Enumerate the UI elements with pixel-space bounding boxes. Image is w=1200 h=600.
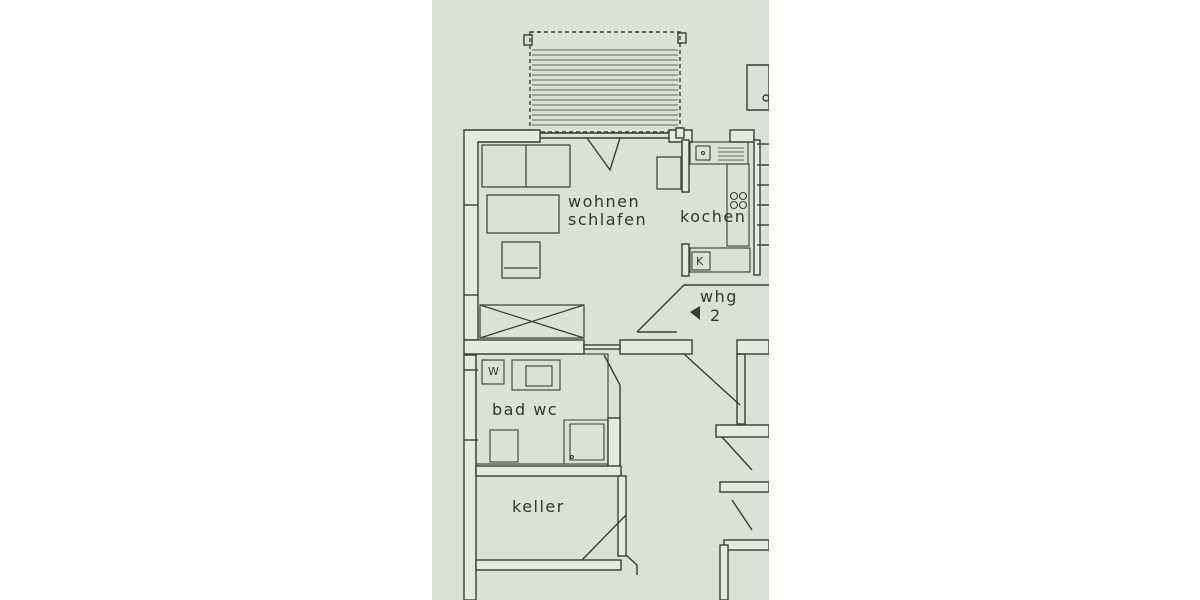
- cellar-walls: [475, 465, 627, 571]
- room-label-living-2: schlafen: [568, 210, 648, 229]
- washer-label: W: [488, 365, 499, 378]
- living-furniture: [479, 144, 682, 339]
- balcony: [523, 31, 687, 133]
- fridge-label: K: [696, 255, 704, 268]
- room-label-unit-number: 2: [710, 306, 722, 325]
- room-label-kitchen: kochen: [680, 207, 747, 226]
- room-label-unit: whg: [700, 287, 738, 306]
- floor-plan-drawing: [463, 31, 769, 600]
- bath-fixtures: [475, 353, 609, 465]
- floor-plan-sheet: wohnen schlafen kochen whg 2 bad wc kell…: [432, 0, 769, 600]
- room-label-bath: bad wc: [492, 400, 559, 419]
- kitchen-fixtures: [689, 141, 751, 273]
- room-label-living-1: wohnen: [568, 192, 641, 211]
- room-label-cellar: keller: [512, 497, 565, 516]
